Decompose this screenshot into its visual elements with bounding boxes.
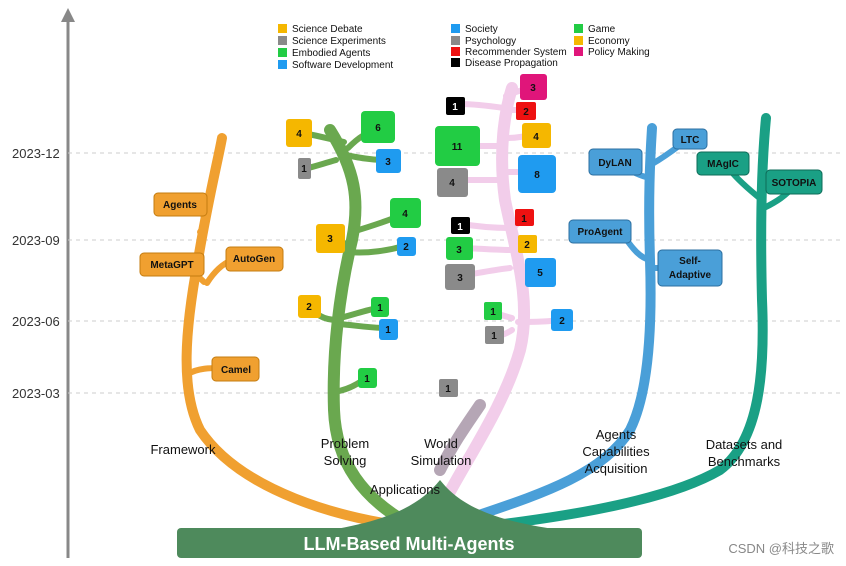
legend-swatch: [574, 36, 583, 45]
count-box: 6: [375, 123, 381, 134]
count-box: 1: [490, 307, 496, 318]
branch-framework: [181, 133, 425, 533]
tag-proagent: ProAgent: [578, 227, 624, 238]
tag-dylan: DyLAN: [598, 158, 631, 169]
branch-capabilities: [445, 123, 657, 530]
count-box: 3: [530, 83, 536, 94]
branches: [172, 82, 799, 536]
framework-tags: Agents MetaGPT AutoGen Camel: [139, 192, 284, 382]
count-box: 2: [403, 242, 409, 253]
label-applications: Applications: [370, 482, 441, 497]
legend-swatch: [451, 36, 460, 45]
tag-metagpt: MetaGPT: [150, 260, 193, 271]
tag-magic: MAgIC: [707, 159, 739, 170]
problem-solving-counts: 4 6 1 3 4 3 2 2 1 1 1: [286, 111, 421, 388]
branch-problem-solving: [324, 124, 426, 536]
legend-label: Policy Making: [588, 47, 650, 58]
tag-sotopia: SOTOPIA: [772, 178, 817, 189]
legend-problem-solving: Science Debate Science Experiments Embod…: [278, 24, 393, 71]
tick-2023-06: 2023-06: [12, 314, 60, 329]
legend-swatch: [451, 58, 460, 67]
count-box: 2: [559, 316, 565, 327]
count-box: 1: [364, 374, 370, 385]
count-box: 1: [301, 164, 307, 175]
legend-world-simulation: Society Psychology Recommender System Di…: [451, 24, 650, 69]
tick-2023-03: 2023-03: [12, 386, 60, 401]
tag-ltc: LTC: [681, 135, 700, 146]
label-capabilities-3: Acquisition: [585, 461, 648, 476]
legend-label: Society: [465, 24, 498, 35]
legend-swatch: [451, 47, 460, 56]
legend-label: Embodied Agents: [292, 48, 370, 59]
count-box: 4: [449, 178, 455, 189]
count-box: 2: [523, 107, 529, 118]
count-box: 8: [534, 170, 540, 181]
count-box: 5: [537, 268, 543, 279]
tag-self-adaptive-2: Adaptive: [669, 270, 712, 281]
axis-arrow-icon: [61, 8, 75, 22]
label-world-sim-1: World: [424, 436, 458, 451]
count-box: 1: [445, 384, 451, 395]
label-world-sim-2: Simulation: [411, 453, 472, 468]
capability-tags: DyLAN LTC ProAgent Self- Adaptive: [568, 128, 723, 287]
world-simulation-counts: 3 1 2 4 11 8 4 1 1 2 3 5 3 1 2 1 1: [435, 74, 573, 397]
legend-label: Recommender System: [465, 47, 567, 58]
count-box: 11: [452, 142, 463, 153]
tag-self-adaptive-1: Self-: [679, 256, 701, 267]
category-labels: Framework Problem Solving World Simulati…: [150, 427, 782, 497]
count-box: 4: [533, 132, 539, 143]
dataset-tags: MAgIC SOTOPIA: [696, 151, 823, 195]
legend-swatch: [278, 48, 287, 57]
count-box: 1: [521, 214, 527, 225]
count-box: 3: [456, 245, 462, 256]
legend-label: Science Experiments: [292, 36, 386, 47]
label-datasets-1: Datasets and: [706, 437, 783, 452]
count-box: 1: [491, 331, 497, 342]
legend-label: Disease Propagation: [465, 58, 558, 69]
base-trunk: LLM-Based Multi-Agents: [177, 480, 642, 558]
count-box: 3: [327, 234, 333, 245]
label-capabilities-2: Capabilities: [582, 444, 650, 459]
legend-label: Economy: [588, 36, 630, 47]
count-box: 4: [296, 129, 302, 140]
count-box: 4: [402, 209, 408, 220]
label-problem-solving-2: Solving: [324, 453, 367, 468]
tick-2023-09: 2023-09: [12, 233, 60, 248]
legend-label: Game: [588, 24, 616, 35]
label-datasets-2: Benchmarks: [708, 454, 781, 469]
count-box: 1: [457, 222, 463, 233]
watermark: CSDN @科技之歌: [728, 541, 834, 556]
tag-autogen: AutoGen: [233, 254, 275, 265]
legend-swatch: [451, 24, 460, 33]
legend-swatch: [278, 36, 287, 45]
count-box: 1: [385, 325, 391, 336]
label-capabilities-1: Agents: [596, 427, 637, 442]
legend-label: Science Debate: [292, 24, 363, 35]
legend-label: Psychology: [465, 36, 516, 47]
tick-2023-12: 2023-12: [12, 146, 60, 161]
tag-agents: Agents: [163, 200, 197, 211]
legend-label: Software Development: [292, 60, 393, 71]
count-box: 2: [306, 302, 312, 313]
count-box: 1: [377, 303, 383, 314]
legend-swatch: [278, 24, 287, 33]
label-framework: Framework: [150, 442, 216, 457]
count-box: 2: [524, 240, 530, 251]
legend-swatch: [278, 60, 287, 69]
label-problem-solving-1: Problem: [321, 436, 369, 451]
tag-camel: Camel: [221, 365, 251, 376]
legend-swatch: [574, 47, 583, 56]
legend-swatch: [574, 24, 583, 33]
count-box: 1: [452, 102, 458, 113]
count-box: 3: [385, 157, 391, 168]
base-label: LLM-Based Multi-Agents: [304, 534, 515, 554]
count-box: 3: [457, 273, 463, 284]
